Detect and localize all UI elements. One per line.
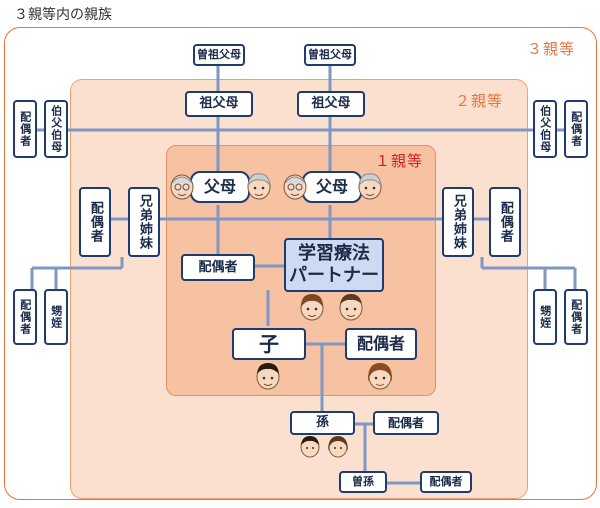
node-nephew-niece-left: 甥姪	[44, 289, 68, 345]
node-spouse-great-grandchild: 配偶者	[420, 471, 472, 493]
zone-label-second: ２親等	[455, 92, 504, 110]
node-siblings-left: 兄弟姉妹	[128, 187, 160, 257]
child-boy-face-icon	[300, 436, 320, 458]
girl-face-icon	[367, 363, 393, 390]
elderly-woman-face-icon	[358, 173, 382, 200]
zone-label-first: １親等	[375, 152, 424, 170]
node-spouse-uncle-right: 配偶者	[564, 100, 588, 158]
node-spouse-nephew-right: 配偶者	[564, 289, 588, 345]
elderly-man-face-icon	[283, 174, 307, 200]
node-nephew-niece-right: 甥姪	[533, 289, 557, 345]
node-spouse-grandchild: 配偶者	[373, 411, 439, 435]
elderly-woman-face-icon	[247, 173, 271, 200]
node-great-grandchild: 曽孫	[339, 471, 387, 493]
elderly-man-face-icon	[170, 174, 194, 200]
partner-label-line2: パートナー	[289, 265, 379, 286]
node-great-grandparents-right: 曽祖父母	[304, 44, 356, 66]
zone-label-third: ３親等	[527, 40, 576, 58]
man-face-icon	[339, 294, 363, 321]
child-girl-face-icon	[328, 436, 348, 458]
node-spouse-self: 配偶者	[181, 254, 255, 281]
node-partner: 学習療法 パートナー	[284, 238, 384, 292]
node-grandparents-left: 祖父母	[185, 91, 253, 117]
node-spouse-siblings-left: 配偶者	[79, 187, 111, 257]
node-siblings-right: 兄弟姉妹	[442, 187, 474, 257]
node-grandparents-right: 祖父母	[297, 91, 365, 117]
boy-face-icon	[256, 363, 280, 390]
partner-label-line1: 学習療法	[298, 243, 370, 265]
node-spouse-siblings-right: 配偶者	[489, 187, 521, 257]
node-child: 子	[232, 328, 306, 360]
node-grandchild: 孫	[290, 411, 355, 435]
node-uncle-aunt-right: 伯父伯母	[533, 100, 557, 158]
node-spouse-nephew-left: 配偶者	[13, 289, 37, 345]
node-spouse-uncle-left: 配偶者	[13, 100, 37, 158]
node-parents-left: 父母	[190, 171, 250, 203]
node-great-grandparents-left: 曽祖父母	[193, 44, 245, 66]
node-spouse-child: 配偶者	[345, 328, 417, 360]
woman-face-icon	[300, 294, 324, 321]
node-parents-right: 父母	[302, 171, 362, 203]
diagram-title: ３親等内の親族	[14, 7, 112, 23]
node-uncle-aunt-left: 伯父伯母	[44, 100, 68, 158]
